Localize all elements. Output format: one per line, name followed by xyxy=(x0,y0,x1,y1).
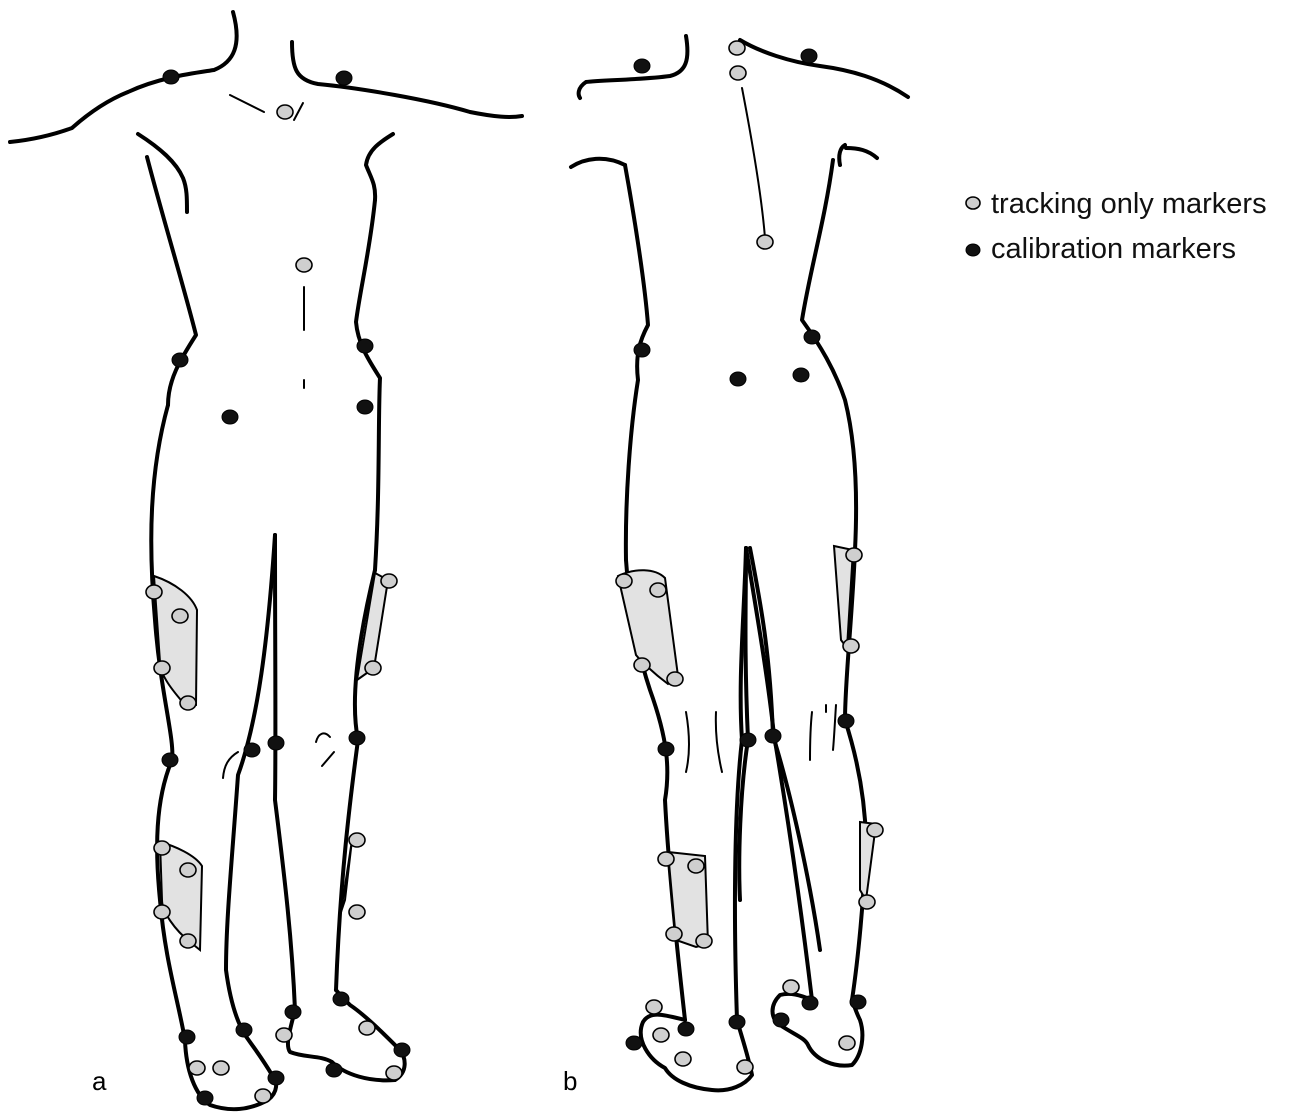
back-calibration-marker xyxy=(730,372,746,386)
back-calibration-marker xyxy=(729,1015,745,1029)
back-calibration-marker xyxy=(658,742,674,756)
front-calibration-marker xyxy=(236,1023,252,1037)
front-calibration-marker xyxy=(268,736,284,750)
front-calibration-marker xyxy=(163,70,179,84)
back-calibration-marker xyxy=(773,1013,789,1027)
front-calibration-marker xyxy=(179,1030,195,1044)
panel-label-b: b xyxy=(563,1066,577,1096)
back-tracking-marker xyxy=(859,895,875,909)
back-tracking-marker xyxy=(730,66,746,80)
front-calibration-marker xyxy=(197,1091,213,1105)
back-tracking-marker xyxy=(867,823,883,837)
back-calibration-marker xyxy=(626,1036,642,1050)
back-view-panel: b xyxy=(563,36,908,1096)
back-tracking-marker xyxy=(783,980,799,994)
front-calibration-marker xyxy=(333,992,349,1006)
back-calibration-marker xyxy=(765,729,781,743)
back-tracking-marker xyxy=(667,672,683,686)
front-tracking-marker xyxy=(349,833,365,847)
front-body-outline xyxy=(10,12,522,1109)
front-tracking-marker xyxy=(381,574,397,588)
legend-calibration-label: calibration markers xyxy=(991,233,1236,265)
front-tracking-marker xyxy=(180,863,196,877)
back-tracking-marker xyxy=(650,583,666,597)
back-calibration-marker xyxy=(838,714,854,728)
front-tracking-marker xyxy=(154,905,170,919)
back-tracking-marker xyxy=(653,1028,669,1042)
back-calibration-marker xyxy=(634,59,650,73)
back-tracking-marker xyxy=(634,658,650,672)
front-calibration-marker xyxy=(162,753,178,767)
front-tracking-marker xyxy=(172,609,188,623)
legend-tracking-swatch xyxy=(966,197,980,209)
back-calibration-marker xyxy=(802,996,818,1010)
back-tracking-marker xyxy=(846,548,862,562)
front-calibration-marker xyxy=(268,1071,284,1085)
panel-label-a: a xyxy=(92,1066,107,1096)
back-tracking-marker xyxy=(646,1000,662,1014)
front-tracking-marker xyxy=(276,1028,292,1042)
back-calibration-marker xyxy=(850,995,866,1009)
back-calibration-marker xyxy=(740,733,756,747)
front-cluster-plates xyxy=(154,573,388,950)
legend-tracking-label: tracking only markers xyxy=(991,188,1267,220)
front-calibration-marker xyxy=(394,1043,410,1057)
back-tracking-marker xyxy=(737,1060,753,1074)
front-tracking-marker xyxy=(386,1066,402,1080)
front-calibration-marker xyxy=(336,71,352,85)
front-calibration-marker xyxy=(222,410,238,424)
front-tracking-marker xyxy=(154,661,170,675)
back-calibration-marker xyxy=(793,368,809,382)
back-tracking-marker xyxy=(688,859,704,873)
back-calibration-marker xyxy=(634,343,650,357)
front-tracking-marker xyxy=(365,661,381,675)
back-tracking-marker xyxy=(843,639,859,653)
front-tracking-marker xyxy=(349,905,365,919)
front-calibration-marker xyxy=(285,1005,301,1019)
front-calibration-marker xyxy=(357,339,373,353)
front-view-panel: a xyxy=(10,12,522,1109)
back-tracking-marker xyxy=(696,934,712,948)
back-tracking-marker xyxy=(757,235,773,249)
back-calibration-marker xyxy=(678,1022,694,1036)
legend: tracking only markers calibration marker… xyxy=(966,188,1267,265)
front-tracking-marker xyxy=(180,696,196,710)
front-tracking-marker xyxy=(296,258,312,272)
back-tracking-marker xyxy=(616,574,632,588)
front-tracking-marker xyxy=(277,105,293,119)
legend-calibration-swatch xyxy=(966,244,980,256)
back-tracking-marker xyxy=(666,927,682,941)
back-tracking-marker xyxy=(729,41,745,55)
back-tracking-marker xyxy=(839,1036,855,1050)
front-calibration-marker xyxy=(244,743,260,757)
front-calibration-marker xyxy=(349,731,365,745)
front-tracking-marker xyxy=(146,585,162,599)
front-tracking-marker xyxy=(154,841,170,855)
front-tracking-marker xyxy=(213,1061,229,1075)
front-tracking-marker xyxy=(189,1061,205,1075)
front-calibration-marker xyxy=(357,400,373,414)
back-calibration-marker xyxy=(801,49,817,63)
front-calibration-marker xyxy=(172,353,188,367)
back-tracking-marker xyxy=(675,1052,691,1066)
back-calibration-marker xyxy=(804,330,820,344)
back-body-outline xyxy=(571,36,908,1090)
back-tracking-marker xyxy=(658,852,674,866)
front-tracking-marker xyxy=(255,1089,271,1103)
front-tracking-marker xyxy=(359,1021,375,1035)
front-right-shank-plate xyxy=(160,842,202,950)
front-tracking-marker xyxy=(180,934,196,948)
front-calibration-marker xyxy=(326,1063,342,1077)
